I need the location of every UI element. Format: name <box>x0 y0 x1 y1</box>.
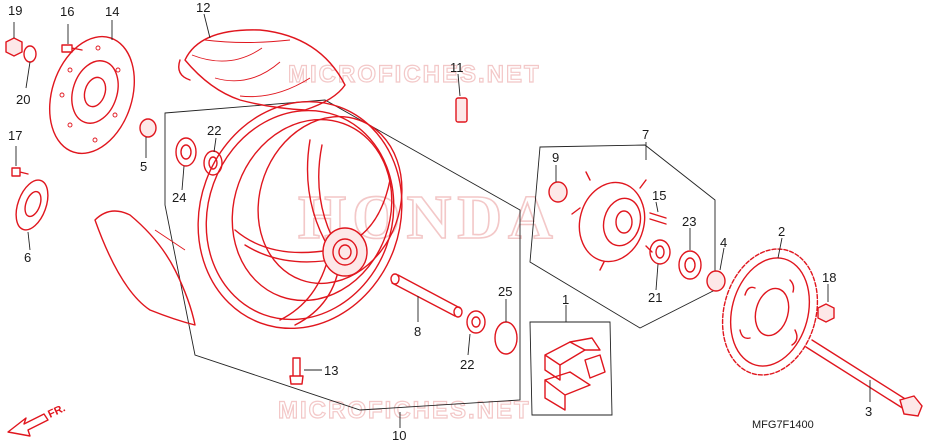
callout-16: 16 <box>60 4 74 19</box>
leader-lines <box>13 13 871 428</box>
watermark-bottom: MICROFICHES.NET <box>278 397 531 424</box>
callout-4: 4 <box>720 235 727 250</box>
callout-10: 10 <box>392 428 406 442</box>
callout-21: 21 <box>648 290 662 305</box>
callout-23: 23 <box>682 214 696 229</box>
axle-part <box>805 339 923 417</box>
pulser-ring-part <box>15 179 49 231</box>
direction-label: FR. <box>46 402 67 420</box>
callout-2: 2 <box>778 224 785 239</box>
brake-disc-part <box>48 35 136 155</box>
front-direction-arrow <box>7 413 49 437</box>
callout-22-upper: 22 <box>207 123 221 138</box>
diagram-code: MFG7F1400 <box>752 419 814 431</box>
callout-9: 9 <box>552 150 559 165</box>
callout-20: 20 <box>16 92 30 107</box>
callout-15: 15 <box>652 188 666 203</box>
callout-12: 12 <box>196 0 210 15</box>
callout-25: 25 <box>498 284 512 299</box>
assembly-frames <box>164 99 716 416</box>
callout-labels: 19 20 16 14 12 17 6 5 22 24 11 8 22 25 1… <box>8 0 872 442</box>
callout-17: 17 <box>8 128 22 143</box>
sprocket-part <box>721 248 819 376</box>
callout-3: 3 <box>865 404 872 419</box>
callout-19: 19 <box>8 3 22 18</box>
callout-18: 18 <box>822 270 836 285</box>
hugger-part <box>94 210 196 326</box>
callout-7: 7 <box>642 127 649 142</box>
callout-6: 6 <box>24 250 31 265</box>
callout-8: 8 <box>414 324 421 339</box>
callout-24: 24 <box>172 190 186 205</box>
callout-1: 1 <box>562 292 569 307</box>
callout-5: 5 <box>140 159 147 174</box>
callout-11: 11 <box>450 60 464 75</box>
small-hardware <box>5 37 835 385</box>
rear-wheel-part <box>197 100 403 330</box>
damper-rubber-part <box>544 337 606 411</box>
driven-flange-part <box>571 171 653 271</box>
callout-13: 13 <box>324 363 338 378</box>
tire-part <box>178 29 346 111</box>
watermark-top: MICROFICHES.NET <box>288 61 541 88</box>
callout-14: 14 <box>105 4 119 19</box>
callout-22-lower: 22 <box>460 357 474 372</box>
